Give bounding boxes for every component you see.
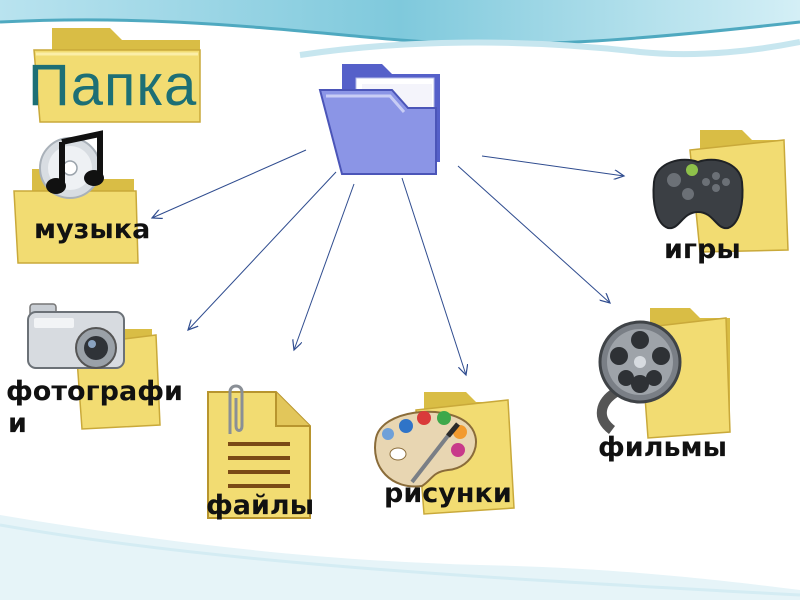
palette-icon: [374, 410, 477, 488]
label-files: файлы: [206, 490, 315, 521]
label-photos-line1: фотографи: [6, 376, 183, 407]
film-reel-icon: [597, 320, 682, 434]
main-folder-icon: [318, 64, 440, 175]
label-pictures: рисунки: [384, 478, 512, 509]
label-music: музыка: [34, 214, 151, 245]
arrow-to-photos: [188, 171, 337, 330]
folder-icon: [33, 28, 201, 123]
label-games: игры: [664, 234, 741, 265]
label-photos-line2: и: [8, 408, 27, 439]
camera-icon: [27, 303, 125, 369]
arrow-to-music: [152, 149, 307, 218]
document-icon: [207, 391, 311, 519]
label-movies: фильмы: [598, 432, 728, 463]
arrow-to-games: [481, 155, 624, 176]
gamepad-icon: [652, 158, 744, 230]
arrow-to-movies: [457, 165, 610, 303]
music-note-icon: [46, 130, 104, 194]
arrow-to-pictures: [401, 177, 466, 375]
arrow-to-files: [294, 183, 355, 350]
page-title: Папка: [28, 53, 198, 118]
paperclip-icon: [228, 384, 244, 434]
